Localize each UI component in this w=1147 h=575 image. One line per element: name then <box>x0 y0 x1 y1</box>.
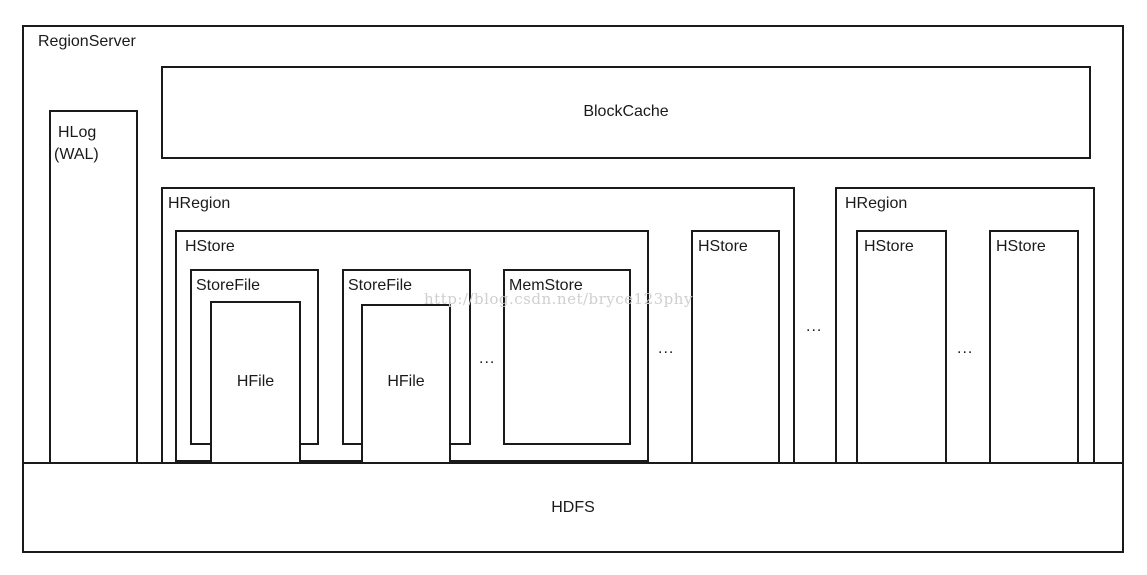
hfile-2-box <box>361 304 451 465</box>
hlog-wal-label: (WAL) <box>54 146 99 163</box>
hdfs-label: HDFS <box>551 499 595 516</box>
hfile-2-label: HFile <box>387 373 425 390</box>
hstore-main-ellipsis: ... <box>479 350 496 367</box>
hfile-1-box <box>210 301 301 465</box>
hregion-2-label: HRegion <box>845 195 908 212</box>
hregion-1-ellipsis: ... <box>658 340 675 357</box>
hregion-1-label: HRegion <box>168 195 231 212</box>
hregion-2-hstore-2-label: HStore <box>996 238 1046 255</box>
block-cache-box <box>161 66 1091 159</box>
hregion-2-hstore-1-box <box>856 230 947 465</box>
memstore-box <box>503 269 631 445</box>
hregion-2-hstore-1-label: HStore <box>864 238 914 255</box>
hdfs-box <box>22 462 1124 553</box>
hlog-label: HLog <box>58 124 97 141</box>
region-server-label: RegionServer <box>38 33 136 50</box>
hfile-1-label: HFile <box>236 373 275 390</box>
storefile-2-label: StoreFile <box>348 277 413 294</box>
between-regions-ellipsis: ... <box>806 318 823 335</box>
hstore-main-label: HStore <box>185 238 235 255</box>
hregion-2-ellipsis: ... <box>957 340 974 357</box>
block-cache-label: BlockCache <box>583 103 669 120</box>
memstore-label: MemStore <box>509 277 583 294</box>
hlog-box <box>49 110 138 465</box>
storefile-1-label: StoreFile <box>196 277 261 294</box>
watermark-text: http://blog.csdn.net/bryce123phy <box>424 290 693 308</box>
hregion-2-hstore-2-box <box>989 230 1079 465</box>
hregion-1-hstore-2-box <box>691 230 780 465</box>
hregion-1-hstore-2-label: HStore <box>698 238 748 255</box>
